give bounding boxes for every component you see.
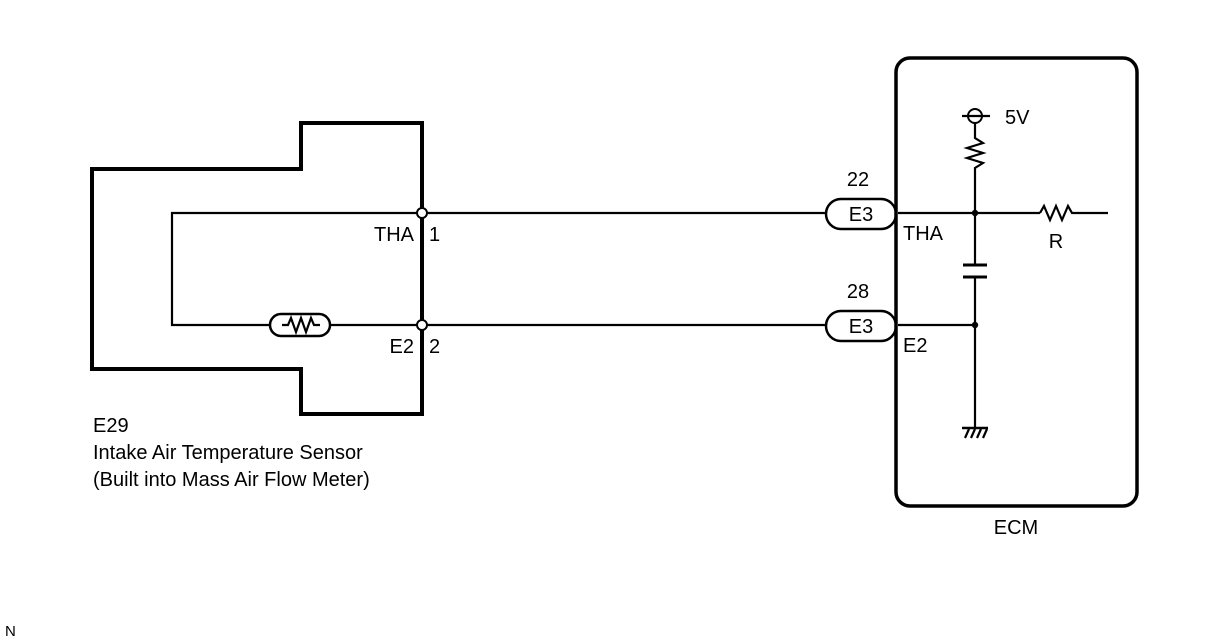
- ecm-resistor-label: R: [1049, 231, 1063, 253]
- sensor-code: E29: [93, 415, 129, 437]
- connector-pin-28: 28: [847, 281, 869, 303]
- ecm-circuit: [898, 108, 1108, 439]
- sensor-housing: [90, 121, 424, 416]
- sensor-note: (Built into Mass Air Flow Meter): [93, 469, 370, 491]
- connector-name-e3-1: E3: [849, 204, 873, 226]
- ecm-supply-label: 5V: [1005, 107, 1030, 129]
- connector-name-e3-2: E3: [849, 316, 873, 338]
- sensor-name: Intake Air Temperature Sensor: [93, 442, 363, 464]
- ecm-pin-e2: E2: [903, 335, 927, 357]
- ecm-title: ECM: [994, 517, 1038, 539]
- terminal-e2: [416, 319, 428, 331]
- sensor-internal-wire: [170, 211, 422, 327]
- thermistor-symbol: [268, 312, 332, 338]
- connector-pin-22: 22: [847, 169, 869, 191]
- terminal-tha: [416, 207, 428, 219]
- sensor-pin-label-tha: THA: [374, 224, 415, 246]
- sensor-pin-label-e2: E2: [390, 336, 414, 358]
- sensor-pin-number-1: 1: [429, 224, 440, 246]
- sensor-pin-number-2: 2: [429, 336, 440, 358]
- footer-mark: N: [5, 623, 16, 640]
- ecm-box: [894, 56, 1139, 508]
- ecm-pin-tha: THA: [903, 223, 944, 245]
